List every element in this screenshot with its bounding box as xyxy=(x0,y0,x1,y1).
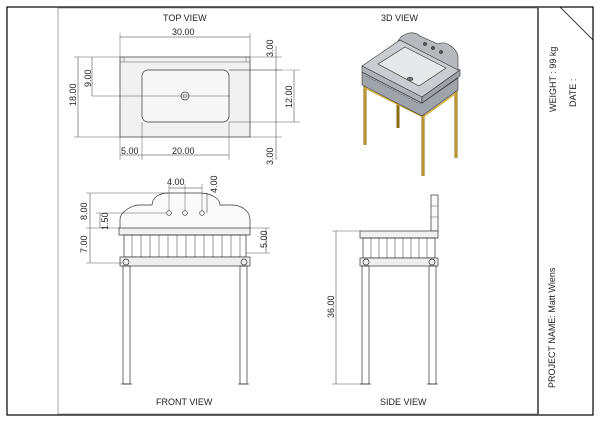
corner-mark xyxy=(559,6,594,41)
dim-top-back: 3.00 xyxy=(265,39,275,57)
front-view-title: FRONT VIEW xyxy=(156,397,213,407)
top-view-title: TOP VIEW xyxy=(163,13,207,23)
dim-top-depth: 18.00 xyxy=(68,83,78,106)
front-view xyxy=(86,184,270,385)
dim-top-basin-depth: 12.00 xyxy=(284,85,294,108)
top-view xyxy=(74,33,300,160)
dim-top-basin-width: 20.00 xyxy=(172,146,195,156)
iso-view-title: 3D VIEW xyxy=(381,13,419,23)
project-name-label: PROJECT NAME: Matt Wiens xyxy=(547,267,557,388)
side-view xyxy=(332,194,439,385)
dim-front-tap-offset: 1.50 xyxy=(100,212,110,230)
dim-top-width: 30.00 xyxy=(172,27,195,37)
dim-side-height: 36.00 xyxy=(326,295,336,318)
dim-top-left: 5.00 xyxy=(121,146,139,156)
side-view-title: SIDE VIEW xyxy=(380,397,427,407)
dim-front-tap-spacing: 4.00 xyxy=(167,177,185,187)
dim-front-apron: 7.00 xyxy=(79,235,89,253)
dim-top-drain: 9.00 xyxy=(83,69,93,87)
outer-border xyxy=(6,6,594,416)
dim-front-tap-height: 4.00 xyxy=(209,175,219,193)
iso-view xyxy=(361,32,461,176)
dim-front-backsplash: 8.00 xyxy=(79,202,89,220)
dim-top-front: 3.00 xyxy=(265,147,275,165)
dim-front-rail: 5.00 xyxy=(259,230,269,248)
weight-label: WEIGHT : 99 kg xyxy=(548,46,558,112)
date-label: DATE : xyxy=(568,78,578,107)
